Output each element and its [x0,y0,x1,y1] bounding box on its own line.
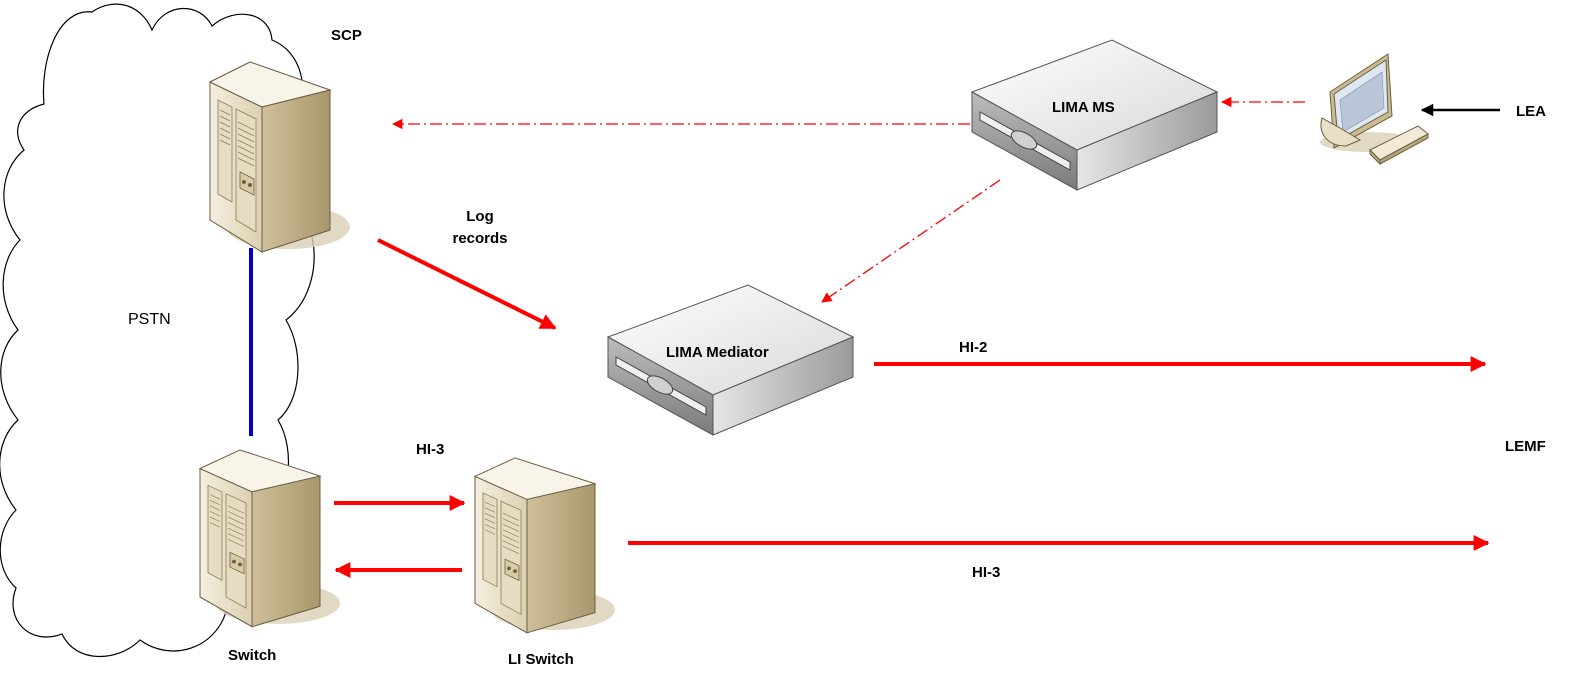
switch-server-icon [199,449,341,628]
scp-server-icon [209,61,351,253]
scp-label: SCP [331,27,362,44]
hi3-top-label: HI-3 [416,441,445,458]
lima-mediator-label: LIMA Mediator [666,344,769,361]
log-records-arrow [377,238,557,330]
hi2-label: HI-2 [959,339,988,356]
lima-ms-label: LIMA MS [1052,99,1115,116]
hi3-bottom-label: HI-3 [972,564,1001,581]
lima-ms-to-mediator-arrow [821,179,1001,303]
pstn-label: PSTN [128,311,171,328]
li-switch-label: LI Switch [508,651,574,668]
lea-workstation-icon [1320,53,1429,166]
lemf-label: LEMF [1505,438,1546,455]
switch-label: Switch [228,647,277,664]
li-switch-server-icon [474,457,616,634]
lea-label: LEA [1516,103,1546,120]
log-records-label: Log records [452,208,508,247]
